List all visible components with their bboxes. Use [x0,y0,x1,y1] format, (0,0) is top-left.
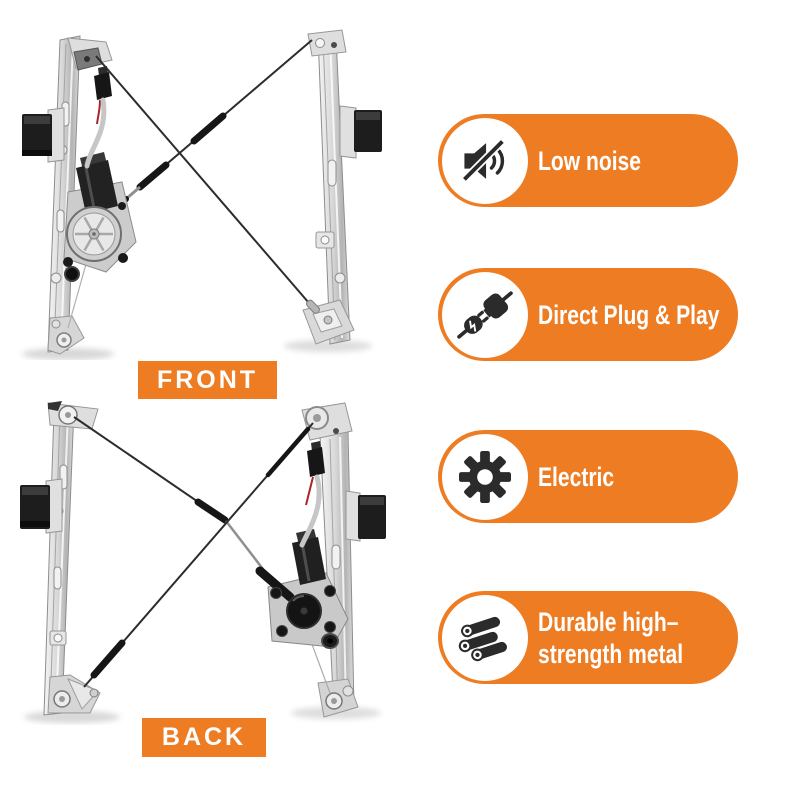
badge-icon-circle [442,271,528,358]
back-tag: BACK [142,718,266,757]
feature-label: Low noise [538,145,641,176]
muted-speaker-icon [461,138,506,182]
back-regulator-photo [20,401,386,723]
feature-label: Electric [538,461,615,492]
power-plug-icon [457,290,513,339]
feature-badge-electric: Electric [438,430,738,523]
badge-icon-circle [442,594,528,681]
feature-label-line1: Durable high– [538,606,679,637]
feature-badge-plug-and-play: Direct Plug & Play [438,268,738,361]
feature-label: Direct Plug & Play [538,299,720,330]
feature-badge-low-noise: Low noise [438,114,738,207]
badge-icon-circle [442,433,528,520]
feature-badge-durable-metal: Durable high– strength metal [438,591,738,684]
front-regulator-photo [22,29,382,360]
badge-icon-circle [442,117,528,204]
feature-label-line2: strength metal [538,638,684,669]
gear-icon [459,450,511,503]
front-tag: FRONT [138,361,277,399]
metal-pipes-icon [458,614,509,662]
